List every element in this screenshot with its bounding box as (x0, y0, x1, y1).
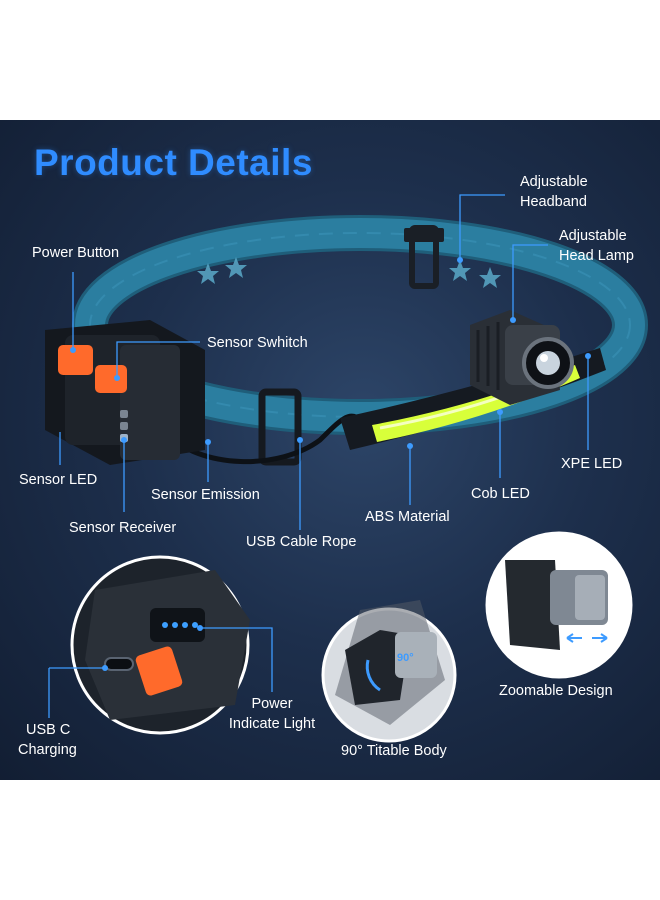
sensor-receiver-label: Sensor Receiver (69, 520, 177, 536)
sensor-emission-label: Sensor Emission (151, 487, 260, 503)
tilt-detail-circle (321, 600, 457, 743)
battery-box (45, 320, 205, 465)
adjustable-headband-label: Adjustable Headband (520, 174, 588, 210)
usb-c-detail-circle (70, 555, 250, 735)
callout-lines (59, 194, 591, 530)
abs-material-label: ABS Material (365, 509, 450, 525)
zoomable-design-label: Zoomable Design (499, 683, 613, 699)
titable-body-label: 90° Titable Body (341, 743, 447, 759)
head-lamp (470, 310, 574, 405)
usb-c-charging-label: USB C Charging (18, 722, 77, 758)
cob-led-label: Cob LED (471, 486, 530, 502)
power-button-label: Power Button (32, 245, 120, 261)
zoom-detail-circle (485, 531, 633, 679)
sensor-switch-label: Sensor Swhitch (207, 335, 308, 351)
sensor-led-label: Sensor LED (19, 472, 98, 488)
adjustable-head-lamp-label: Adjustable Head Lamp (559, 228, 634, 264)
headlamp-illustration (45, 194, 648, 743)
xpe-led-label: XPE LED (561, 456, 623, 472)
product-details-panel: Product Details Adjustable Headband Adju… (0, 120, 660, 780)
page-title: Product Details (34, 142, 313, 183)
tilt-angle-badge: 90° (397, 652, 414, 664)
usb-cable-rope-label: USB Cable Rope (246, 534, 357, 550)
headband-buckle (404, 225, 444, 289)
power-indicate-light-label: Power Indicate Light (228, 696, 316, 732)
cable-buckle (258, 388, 302, 466)
